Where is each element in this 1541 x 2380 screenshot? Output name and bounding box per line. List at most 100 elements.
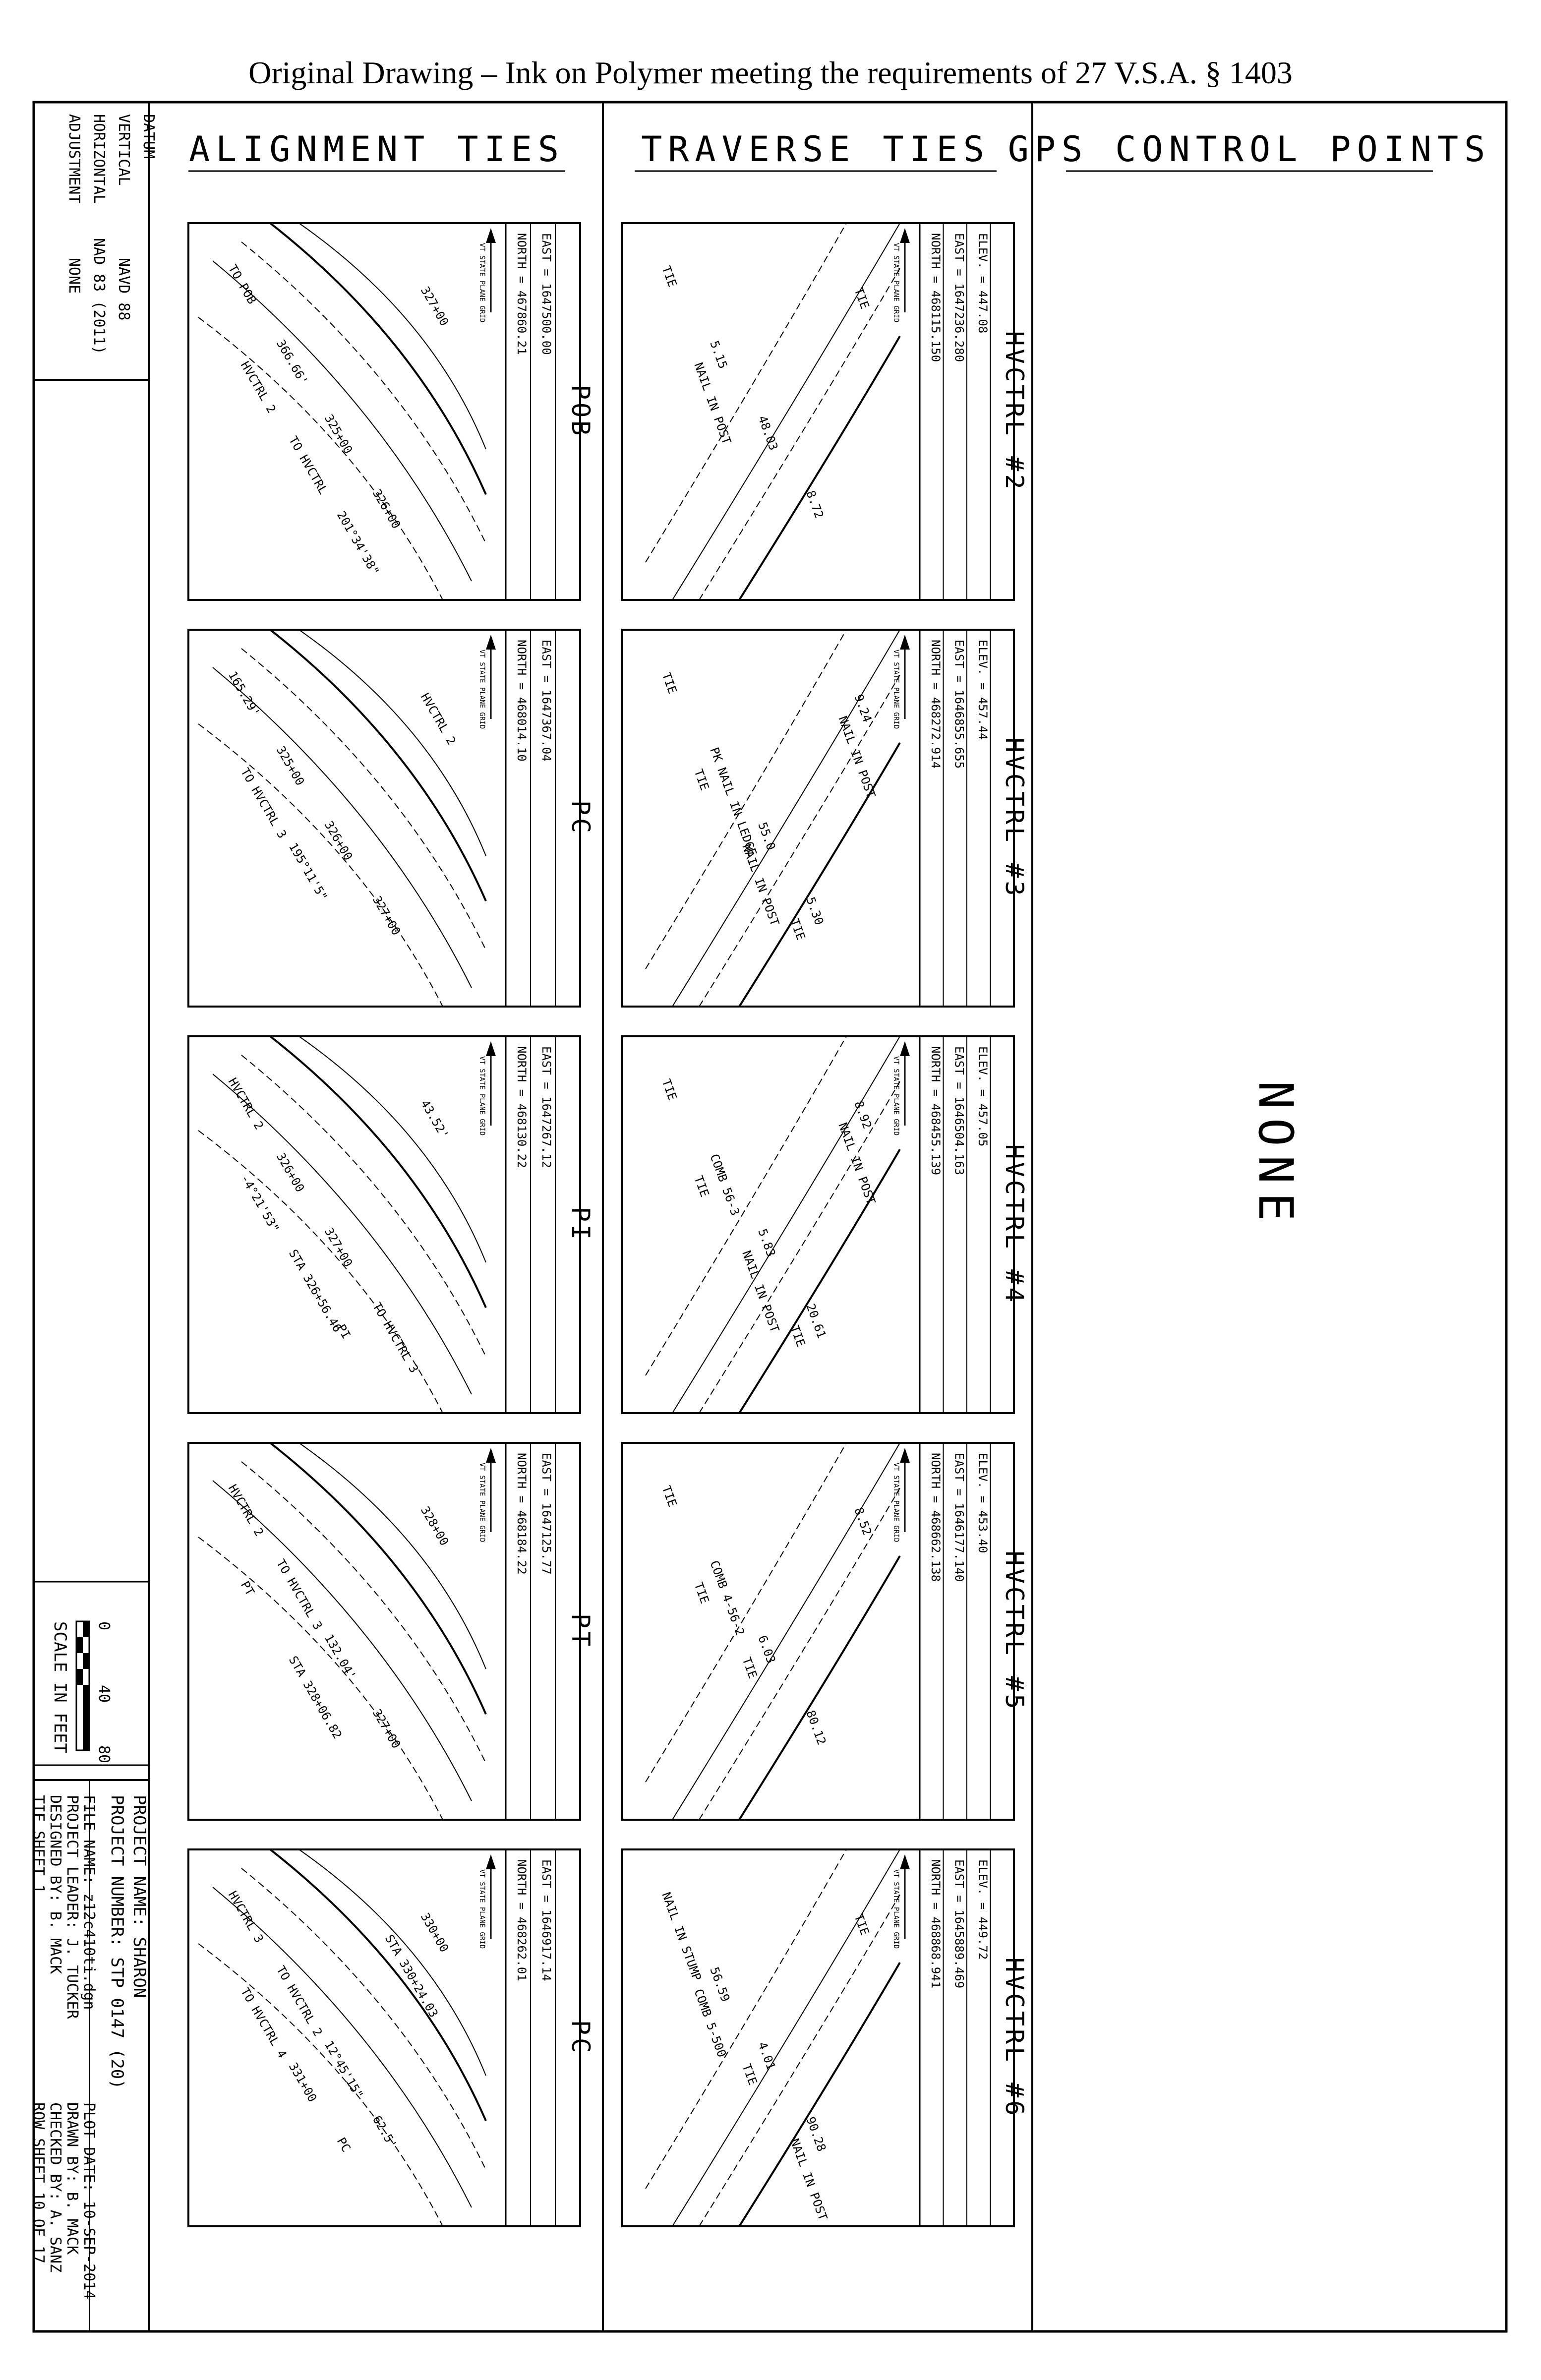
grid-note: VT STATE PLANE GRID [892,650,900,729]
datum-box [33,101,150,381]
traverse-tie-label: 48.03 [755,414,780,452]
alignment-tie-label: 326+00 [322,819,356,863]
alignment-tie-label: TO HVCTRL [286,434,330,497]
alignment-tie-label: TO HVCTRL 2 [274,1964,325,2039]
alignment-tie-name: PC [566,2020,595,2056]
traverse-tie-label: TIE [659,670,679,695]
alignment-tie-label: 62.5' [370,2113,400,2151]
traverse-tie-label: 20.61 [803,1302,829,1340]
title-block [33,1779,150,2332]
alignment-tie-north: NORTH = 468262.01 [515,1859,529,1981]
traverse-panel: HVCTRL #4 NORTH = 468455.139 EAST = 164650… [621,1035,1029,1414]
traverse-tie-label: 5.15 [707,339,730,370]
datum-vertical-value: NAVD 88 [115,258,132,320]
traverse-tie-label: NAIL IN POST [691,360,734,446]
traverse-heading: TRAVERSE TIES [641,129,990,170]
alignment-tie-north: NORTH = 468014.10 [515,640,529,762]
datum-horizontal-value: NAD 83 (2011) [90,238,108,355]
page-header: Original Drawing – Ink on Polymer meetin… [248,55,1293,90]
traverse-tie-label: TIE [659,1484,679,1508]
traverse-tie-label: TIE [851,1912,872,1937]
traverse-tie-label: TIE [691,1580,711,1605]
grid-note: VT STATE PLANE GRID [892,1056,900,1135]
scale-label: SCALE IN FEET [50,1621,70,1753]
traverse-tie-label: 80.12 [803,1708,829,1746]
traverse-panel: HVCTRL #3 NORTH = 468272.914 EAST = 164685… [621,629,1029,1008]
alignment-tie-label: 325+00 [322,412,356,456]
tb-tie-sheet: TIE SHEET 1 [30,1795,47,1894]
alignment-tie-label: HVCTRL 2 [226,1482,266,1539]
scale-tick-80: 80 [95,1745,113,1763]
traverse-tie-east: EAST = 1646855.655 [952,640,966,769]
grid-note: VT STATE PLANE GRID [892,1463,900,1542]
alignment-tie-label: TO HVCTRL 3 [274,1557,325,1632]
alignment-tie-label: 201°34'38" [334,509,382,578]
traverse-tie-label: 56.59 [707,1965,732,2003]
alignment-tie-east: EAST = 1647500.00 [539,233,553,355]
traverse-tie-north: NORTH = 468868.941 [929,1859,943,1988]
project-name: PROJECT NAME: SHARON [129,1795,149,1998]
traverse-tie-name: HVCTRL #2 [1000,331,1029,492]
traverse-tie-elev: ELEV. = 453.40 [976,1453,990,1553]
alignment-tie-label: STA 328+06.82 [286,1654,345,1741]
alignment-tie-east: EAST = 1646917.14 [539,1859,553,1981]
traverse-tie-name: HVCTRL #4 [1000,1144,1029,1306]
traverse-tie-north: NORTH = 468272.914 [929,640,943,769]
tb-file-name: FILE NAME: z12c410ti.dgn [80,1795,98,2010]
alignment-tie-label: HVCTRL 3 [226,1889,266,1945]
alignment-tie-label: HVCTRL 2 [238,359,279,416]
alignment-tie-north: NORTH = 468130.22 [515,1046,529,1168]
grid-note: VT STATE PLANE GRID [478,650,486,729]
traverse-tie-label: TIE [739,2062,760,2086]
datum-adjustment-value: NONE [65,258,83,294]
alignment-tie-label: 43.52' [418,1097,452,1141]
traverse-tie-label: NAIL IN STUMP [659,1890,704,1982]
scale-tick-40: 40 [95,1685,113,1703]
traverse-tie-east: EAST = 1647236.280 [952,233,966,362]
alignment-tie-label: PC [334,2135,354,2154]
traverse-tie-name: HVCTRL #3 [1000,738,1029,899]
alignment-tie-label: 327+00 [322,1225,356,1269]
traverse-tie-north: NORTH = 468455.139 [929,1046,943,1175]
traverse-tie-label: NAIL IN POST [739,842,782,928]
traverse-tie-label: COMB 56-3 [707,1152,742,1217]
datum-vertical-label: VERTICAL [115,114,132,186]
alignment-tie-east: EAST = 1647267.12 [539,1046,553,1168]
tb-plot-date: PLOT DATE: 10-SEP-2014 [80,2102,98,2299]
tb-row-sheet: ROW SHEET 10 OF 17 [30,2102,47,2263]
tb-designed-by: DESIGNED BY: B. MACK [47,1795,64,1974]
scale-tick-0: 0 [95,1621,113,1630]
traverse-tie-east: EAST = 1646177.140 [952,1453,966,1582]
traverse-tie-label: NAIL IN POST [739,1249,782,1334]
traverse-tie-label: TIE [691,1174,711,1198]
datum-horizontal-label: HORIZONTAL [90,114,108,204]
alignment-tie-label: -4°21'53" [238,1172,282,1235]
alignment-tie-label: 195°11'5" [286,840,330,903]
traverse-tie-label: TIE [851,286,872,310]
alignment-tie-north: NORTH = 468184.22 [515,1453,529,1575]
traverse-tie-label: TIE [787,917,808,942]
alignment-tie-label: HVCTRL 2 [418,691,459,747]
traverse-tie-east: EAST = 1646504.163 [952,1046,966,1175]
alignment-tie-east: EAST = 1647367.04 [539,640,553,762]
traverse-tie-label: 6.03 [755,1633,778,1665]
alignment-heading: ALIGNMENT TIES [189,129,565,170]
traverse-tie-label: 8.72 [803,488,826,520]
alignment-tie-label: STA 326+56.46 [286,1247,345,1335]
traverse-tie-label: TIE [659,264,679,289]
alignment-tie-name: PC [566,800,595,836]
traverse-tie-label: 4.01 [755,2040,778,2072]
traverse-tie-east: EAST = 1645889.469 [952,1859,966,1988]
scale-bar: 0 40 80 SCALE IN FEET [50,1620,113,1763]
alignment-panel: PC NORTH = 468014.10 EAST = 1647367.04 VT S… [187,629,595,1008]
gps-none-text: NONE [1248,1081,1303,1230]
grid-note: VT STATE PLANE GRID [478,1056,486,1135]
traverse-tie-label: 5.30 [803,895,826,927]
tb-checked-by: CHECKED BY: A. SANZ [47,2102,64,2272]
traverse-tie-name: HVCTRL #5 [1000,1551,1029,1712]
